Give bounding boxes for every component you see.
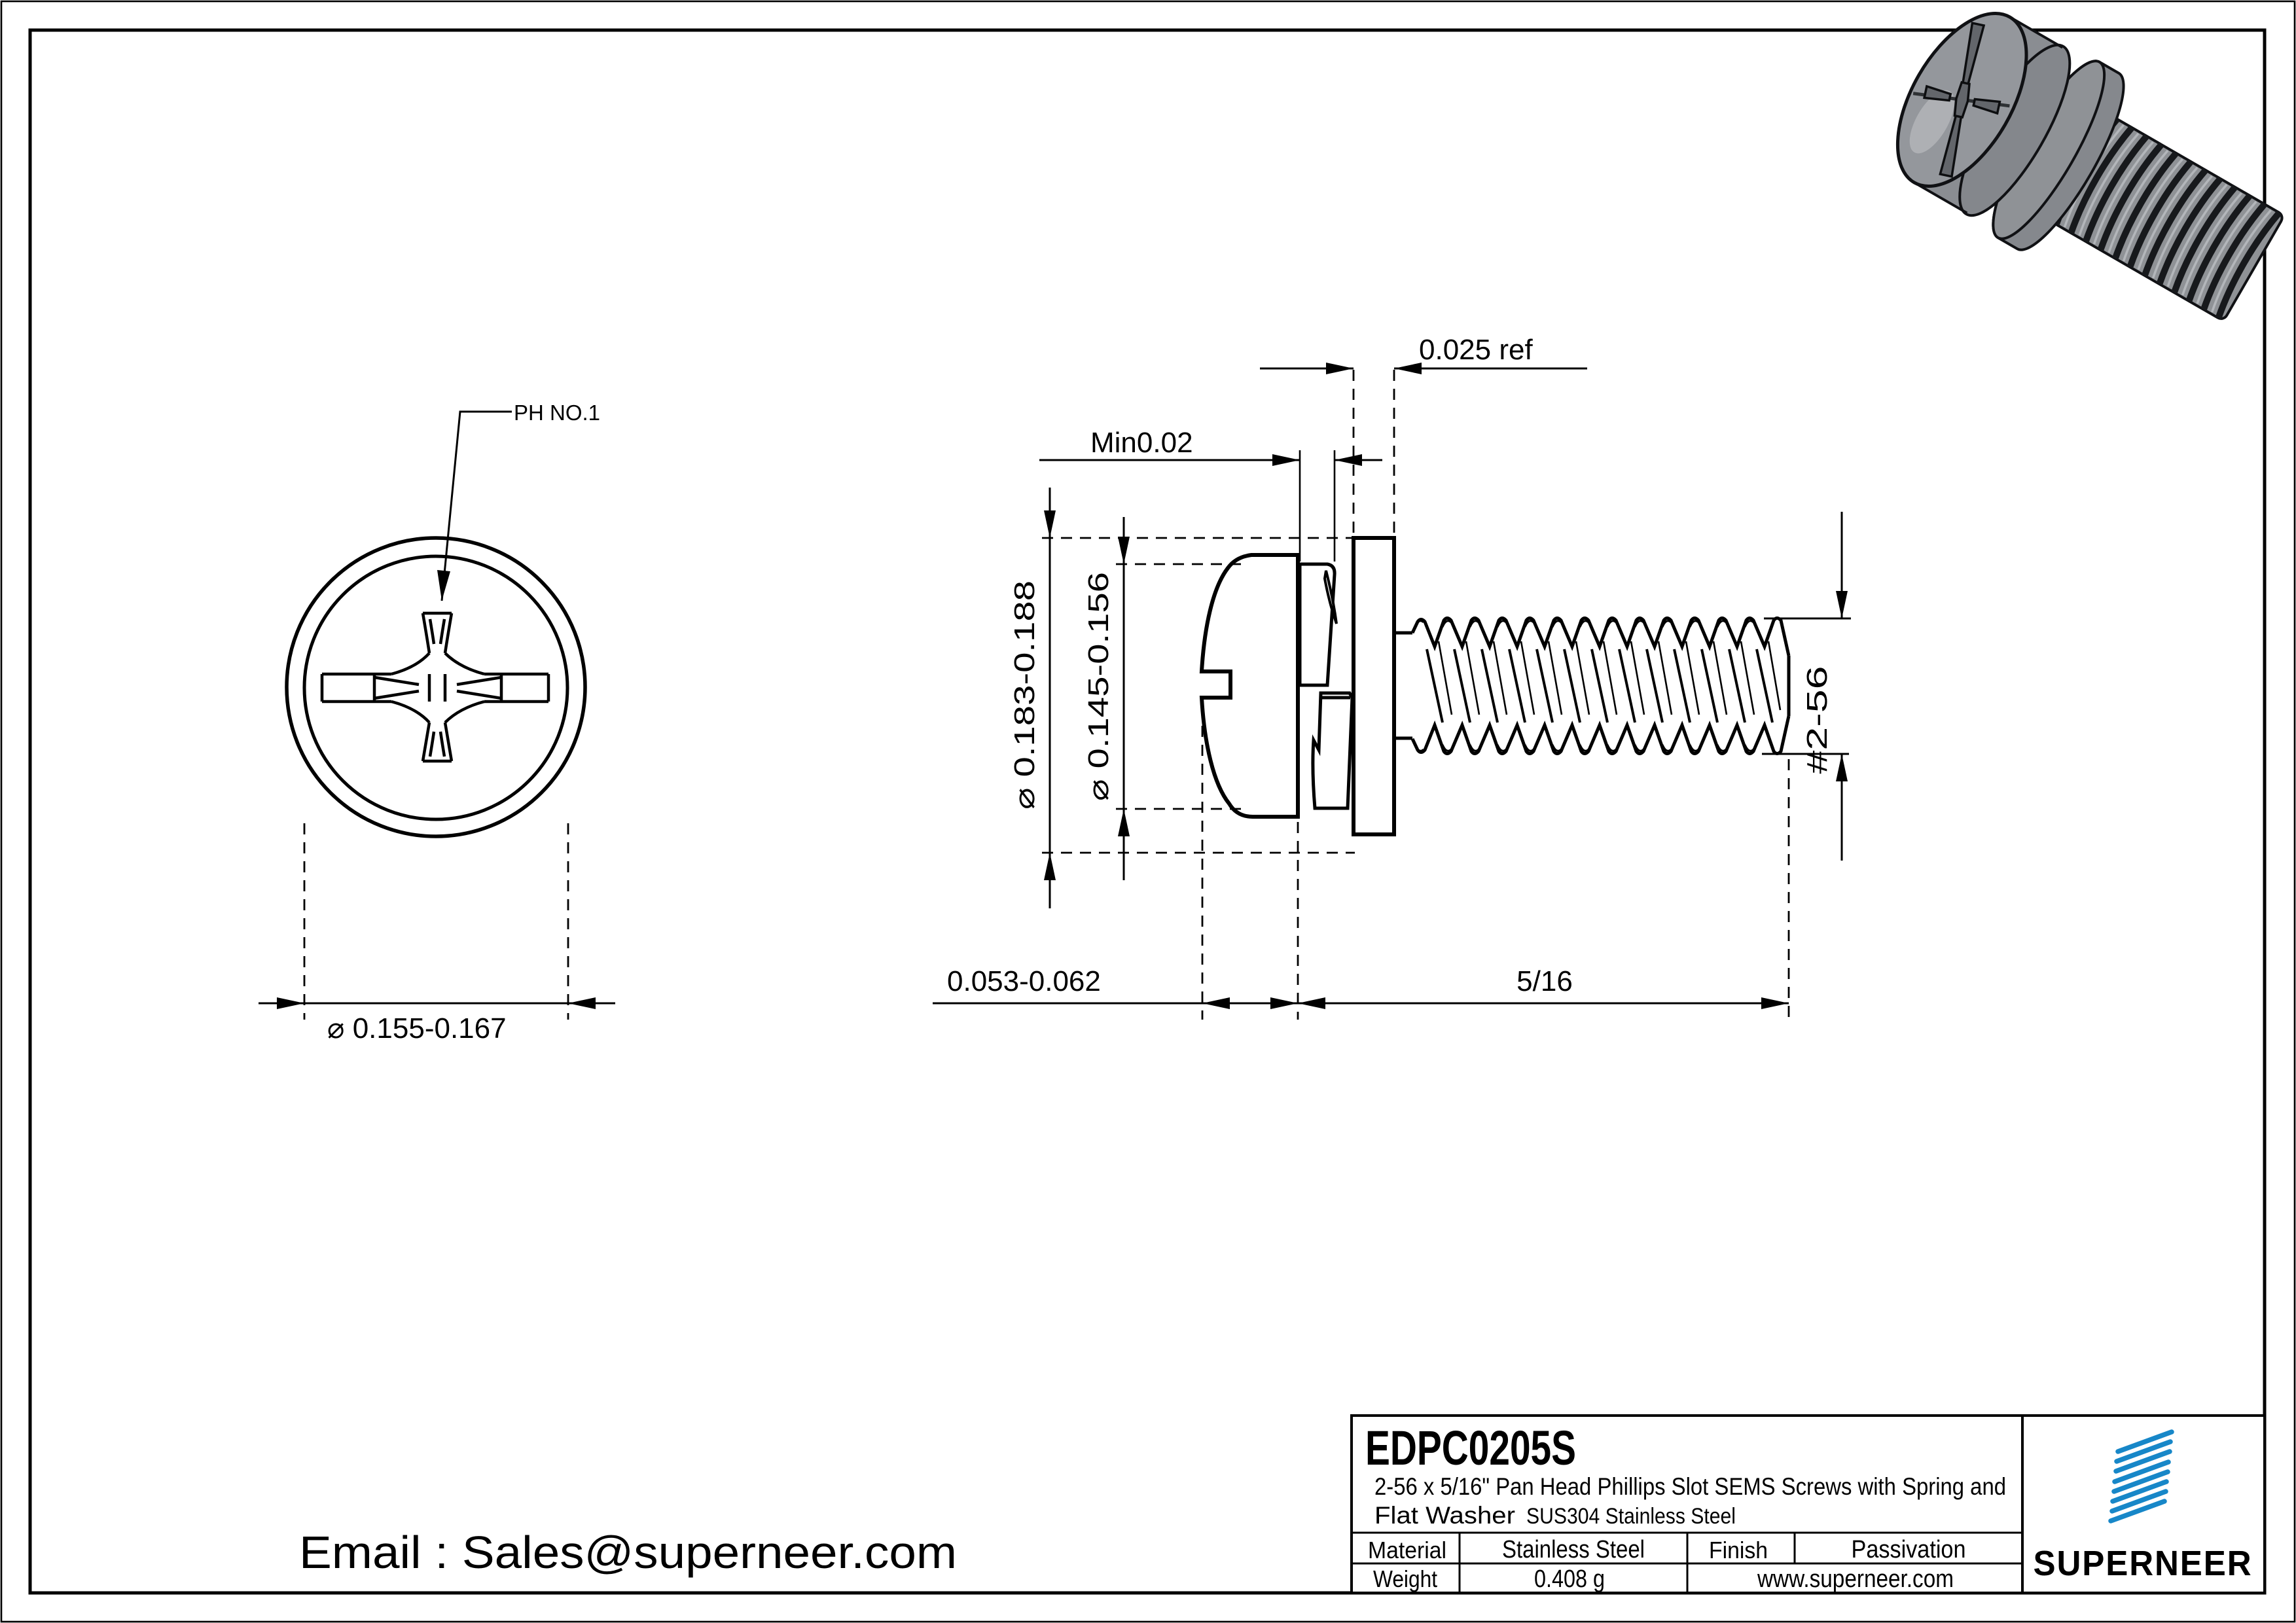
dim-washer-od: ⌀ 0.183-0.188	[1009, 488, 1056, 908]
finish-label: Finish	[1709, 1537, 1768, 1563]
part-number: EDPC0205S	[1365, 1421, 1576, 1475]
dim-spring-min: Min0.02	[1039, 427, 1382, 466]
superneer-diagonal-stripes-logo-icon	[2108, 1429, 2174, 1524]
length-extension-lines	[1201, 707, 1790, 1020]
washer-thickness-extension-lines	[1352, 370, 1395, 535]
dim-washer-od-label: ⌀ 0.183-0.188	[1009, 580, 1041, 810]
dim-thread-size: #2-56	[1801, 512, 1848, 861]
leader-label: PH NO.1	[514, 401, 600, 425]
thread-dia-extension-ticks	[1762, 617, 1851, 755]
dim-length-label: 5/16	[1516, 965, 1573, 997]
head-highlight-3d	[1909, 90, 1954, 154]
head-silhouette-3d	[1913, 16, 2064, 215]
brand-wordmark: SUPERNEER	[2034, 1544, 2253, 1583]
leader-ph-no1: PH NO.1	[437, 401, 600, 601]
pan-head-profile	[1199, 553, 1300, 819]
phillips-recess-3d-icon	[1912, 22, 2010, 178]
thread-profile	[1410, 616, 1791, 755]
dim-spring-min-label: Min0.02	[1090, 427, 1193, 459]
email-text: Email : Sales@superneer.com	[299, 1527, 957, 1578]
weight-label: Weight	[1373, 1565, 1437, 1592]
spring-min-extension-lines	[1299, 450, 1336, 562]
dim-head-height-label: 0.053-0.062	[947, 965, 1101, 997]
weight-value: 0.408 g	[1534, 1565, 1605, 1593]
website-link[interactable]: www.superneer.com	[1757, 1565, 1954, 1593]
shank-lines	[1394, 631, 1412, 740]
horizontal-extension-lines	[1042, 537, 1355, 854]
phillips-slot-recess-icon	[320, 611, 550, 763]
dim-front-diameter: ⌀ 0.155-0.167	[259, 823, 615, 1044]
inner-border	[28, 28, 2267, 1595]
dim-front-diameter-label: ⌀ 0.155-0.167	[327, 1012, 507, 1044]
washer-outer-circle	[285, 536, 587, 838]
side-view: 0.025 ref Min0.02 ⌀ 0.183-0.188 ⌀ 0.145-…	[933, 334, 1851, 1020]
title-block: EDPC0205S 2-56 x 5/16" Pan Head Phillips…	[1350, 1414, 2266, 1594]
material-label: Material	[1368, 1537, 1446, 1563]
finish-value: Passivation	[1852, 1536, 1966, 1563]
dim-washer-thickness: 0.025 ref	[1260, 334, 1587, 374]
dim-head-od-label: ⌀ 0.145-0.156	[1083, 572, 1115, 801]
dim-washer-thickness-label: 0.025 ref	[1419, 334, 1533, 366]
description-line2: Flat Washer	[1374, 1502, 1515, 1529]
dim-thread-size-label: #2-56	[1801, 666, 1833, 774]
description-line1: 2-56 x 5/16" Pan Head Phillips Slot SEMS…	[1374, 1473, 2006, 1500]
description-line2-sub: SUS304 Stainless Steel	[1526, 1504, 1736, 1529]
front-view: PH NO.1 ⌀ 0.155-0.167	[259, 401, 615, 1044]
spring-washer-profile	[1298, 562, 1354, 810]
leader-arrowhead	[437, 570, 450, 601]
screw-3d-render	[1895, 11, 2284, 320]
dim-head-height: 0.053-0.062	[933, 965, 1789, 1009]
dim-length: 5/16	[1298, 965, 1789, 1009]
material-value: Stainless Steel	[1502, 1536, 1645, 1563]
head-circle	[302, 554, 569, 821]
flat-washer-profile	[1352, 536, 1396, 836]
dim-head-od: ⌀ 0.145-0.156	[1083, 517, 1130, 880]
